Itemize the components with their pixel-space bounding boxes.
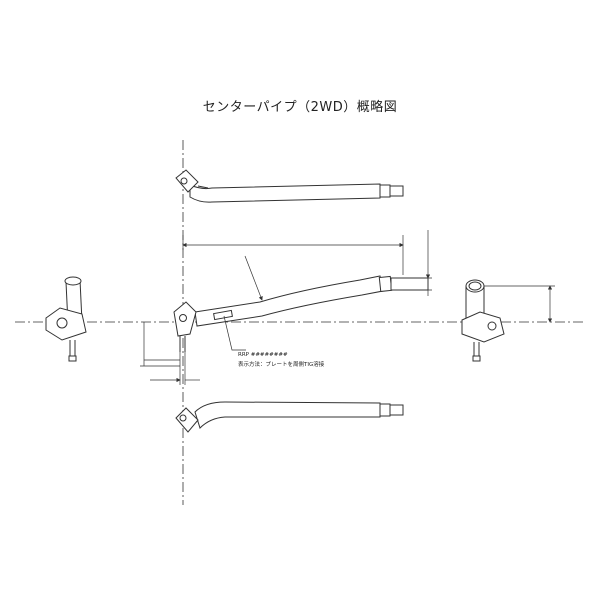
part-code-label: RRP ######## [238,352,288,358]
right-end-view [461,279,505,362]
diagram-title: センターパイプ（2WD）概略図 [202,100,398,115]
left-end-view [45,276,87,362]
bottom-view-pipe [175,401,404,433]
top-view-pipe [175,169,404,203]
marking-method-note: 表示方法：プレートを周側TIG溶接 [238,360,325,368]
dimension-lines [140,230,555,385]
main-side-pipe [173,275,429,352]
